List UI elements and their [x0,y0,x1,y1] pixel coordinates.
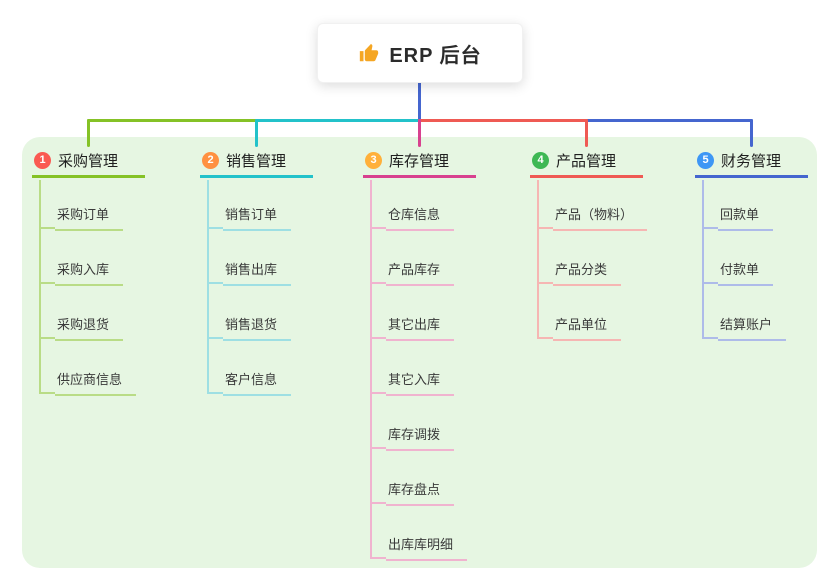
root-stem-connector [418,81,421,122]
branch4-child-line [537,180,539,339]
branch1-child-line [39,180,41,394]
branch-label-1: 采购管理 [58,153,119,170]
root-node[interactable]: ERP 后台 [317,23,523,83]
drop-branch5 [750,119,753,147]
elbow [39,337,55,339]
priority-badge-5: 5 [697,152,714,169]
drop-branch3 [418,119,421,147]
child-node[interactable]: 出库库明细 [386,534,468,561]
elbow [39,282,55,284]
child-node[interactable]: 其它入库 [386,369,455,396]
child-node[interactable]: 回款单 [718,204,774,231]
child-node[interactable]: 客户信息 [223,369,292,396]
priority-badge-3: 3 [365,152,382,169]
branch-node-2[interactable]: 2 销售管理 [200,146,313,178]
priority-badge-1: 1 [34,152,51,169]
elbow [370,392,386,394]
child-node[interactable]: 结算账户 [718,314,787,341]
elbow [207,282,223,284]
branch-node-5[interactable]: 5 财务管理 [695,146,808,178]
elbow [207,337,223,339]
child-node[interactable]: 付款单 [718,259,774,286]
elbow [370,227,386,229]
branch-node-4[interactable]: 4 产品管理 [530,146,643,178]
drop-branch4 [585,119,588,147]
child-node[interactable]: 产品（物料） [553,204,648,231]
branch3-child-line [370,180,372,559]
child-node[interactable]: 产品库存 [386,259,455,286]
elbow [39,227,55,229]
elbow [370,282,386,284]
child-node[interactable]: 产品分类 [553,259,622,286]
root-title: ERP 后台 [389,44,482,67]
thumbs-up-icon [358,42,380,64]
elbow [39,392,55,394]
priority-badge-2: 2 [202,152,219,169]
child-node[interactable]: 销售订单 [223,204,292,231]
elbow [207,227,223,229]
priority-badge-4: 4 [532,152,549,169]
branch2-child-line [207,180,209,394]
drop-branch1 [87,119,90,147]
child-node[interactable]: 采购退货 [55,314,124,341]
child-node[interactable]: 采购订单 [55,204,124,231]
elbow [537,227,553,229]
elbow [370,502,386,504]
elbow [370,447,386,449]
connector-branch1 [87,119,419,122]
elbow [370,337,386,339]
elbow [370,557,386,559]
connector-branch4 [419,119,588,122]
branches-background-panel [22,137,817,568]
child-node[interactable]: 采购入库 [55,259,124,286]
child-node[interactable]: 仓库信息 [386,204,455,231]
elbow [702,282,718,284]
child-node[interactable]: 供应商信息 [55,369,137,396]
branch-node-1[interactable]: 1 采购管理 [32,146,145,178]
child-node[interactable]: 销售退货 [223,314,292,341]
child-node[interactable]: 库存盘点 [386,479,455,506]
elbow [537,282,553,284]
elbow [702,227,718,229]
elbow [207,392,223,394]
child-node[interactable]: 产品单位 [553,314,622,341]
connector-branch2 [255,119,419,122]
child-node[interactable]: 销售出库 [223,259,292,286]
branch-label-5: 财务管理 [721,153,782,170]
child-node[interactable]: 库存调拨 [386,424,455,451]
drop-branch2 [255,119,258,147]
branch5-child-line [702,180,704,339]
branch-label-4: 产品管理 [556,153,617,170]
branch-label-2: 销售管理 [226,153,287,170]
branch-label-3: 库存管理 [389,153,450,170]
child-node[interactable]: 其它出库 [386,314,455,341]
branch-node-3[interactable]: 3 库存管理 [363,146,476,178]
elbow [702,337,718,339]
elbow [537,337,553,339]
